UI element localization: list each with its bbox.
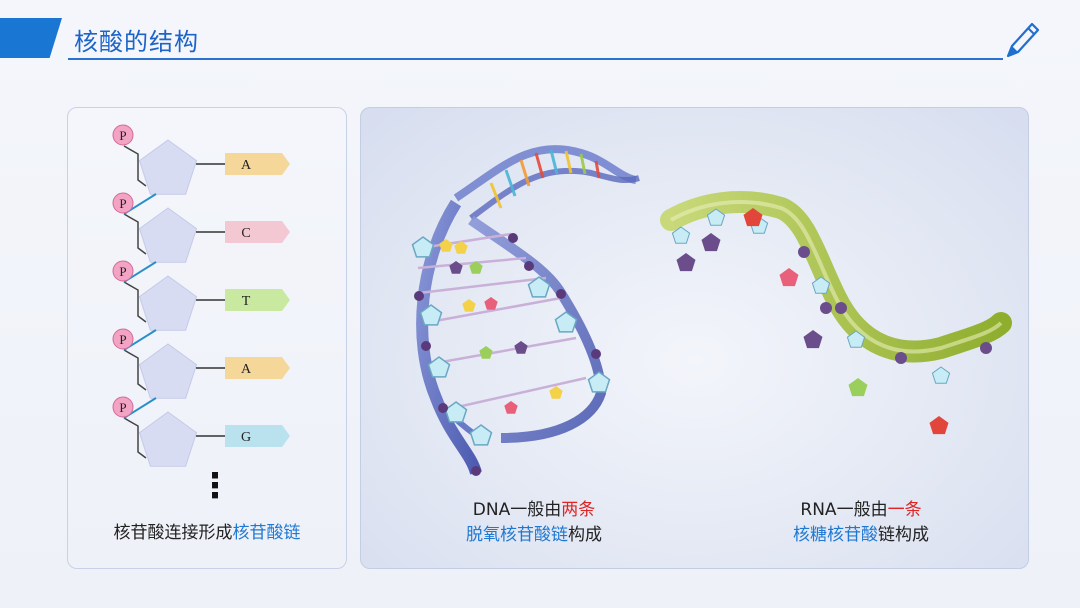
nucleotide: PA <box>112 328 290 399</box>
nucleotide: PC <box>112 192 290 263</box>
base-label: C <box>241 226 250 241</box>
dna-caption-line2: 脱氧核苷酸链构成 <box>409 523 659 548</box>
nucleotide: PG <box>112 396 290 467</box>
page-title: 核酸的结构 <box>74 28 199 56</box>
rna-single-strand-image <box>660 191 1012 435</box>
phosphate-label: P <box>119 400 126 415</box>
caption-highlight: 核苷酸链 <box>232 523 301 543</box>
base-label: G <box>241 430 251 445</box>
base-label: A <box>241 158 252 173</box>
nucleotide: PA <box>112 124 290 195</box>
ellipsis: ⋮ <box>198 466 232 506</box>
nucleotide: PT <box>112 260 290 331</box>
dna-caption-highlight-blue: 脱氧核苷酸链 <box>466 525 568 545</box>
rna-caption-highlight-blue: 核糖核苷酸 <box>793 525 878 545</box>
sugar-pentagon <box>138 275 198 331</box>
dna-caption-suffix: 构成 <box>568 525 602 545</box>
dna-caption-text: DNA一般由 <box>472 500 562 520</box>
nucleotide-chain-caption: 核苷酸连接形成核苷酸链 <box>68 518 346 543</box>
phosphate-label: P <box>119 128 126 143</box>
dna-caption-line1: DNA一般由两条 <box>409 498 659 523</box>
base-tag <box>225 357 290 379</box>
dna-caption: DNA一般由两条 脱氧核苷酸链构成 <box>409 498 659 548</box>
phosphate-label: P <box>119 264 126 279</box>
dna-double-helix-image <box>411 145 640 476</box>
base-tag <box>225 221 290 243</box>
base-tag <box>225 289 290 311</box>
base-tag <box>225 153 290 175</box>
rna-caption-highlight-red: 一条 <box>887 500 922 520</box>
dna-caption-highlight-red: 两条 <box>561 500 596 520</box>
phosphate-circle <box>112 192 134 214</box>
caption-text: 核苷酸连接形成 <box>113 523 233 543</box>
sugar-pentagon <box>138 411 198 467</box>
rna-caption-line2: 核糖核苷酸链构成 <box>736 523 986 548</box>
title-underline <box>68 58 1003 60</box>
phosphate-circle <box>112 260 134 282</box>
dna-rna-comparison-panel: DNA一般由两条 脱氧核苷酸链构成 RNA一般由一条 核糖核苷酸链构成 <box>360 107 1029 569</box>
sugar-pentagon <box>138 139 198 195</box>
phosphate-label: P <box>119 332 126 347</box>
phosphate-circle <box>112 124 134 146</box>
pen-icon <box>1006 22 1040 58</box>
phosphate-circle <box>112 328 134 350</box>
base-tag <box>225 425 290 447</box>
rna-caption: RNA一般由一条 核糖核苷酸链构成 <box>736 498 986 548</box>
sugar-pentagon <box>138 343 198 399</box>
sugar-pentagon <box>138 207 198 263</box>
rna-caption-suffix: 链构成 <box>878 525 929 545</box>
base-label: A <box>241 362 252 377</box>
rna-caption-line1: RNA一般由一条 <box>736 498 986 523</box>
rna-caption-text: RNA一般由 <box>800 500 888 520</box>
phosphate-circle <box>112 396 134 418</box>
title-bar: 核酸的结构 <box>0 18 1080 62</box>
title-accent <box>0 18 62 58</box>
base-label: T <box>242 294 251 309</box>
phosphate-label: P <box>119 196 126 211</box>
